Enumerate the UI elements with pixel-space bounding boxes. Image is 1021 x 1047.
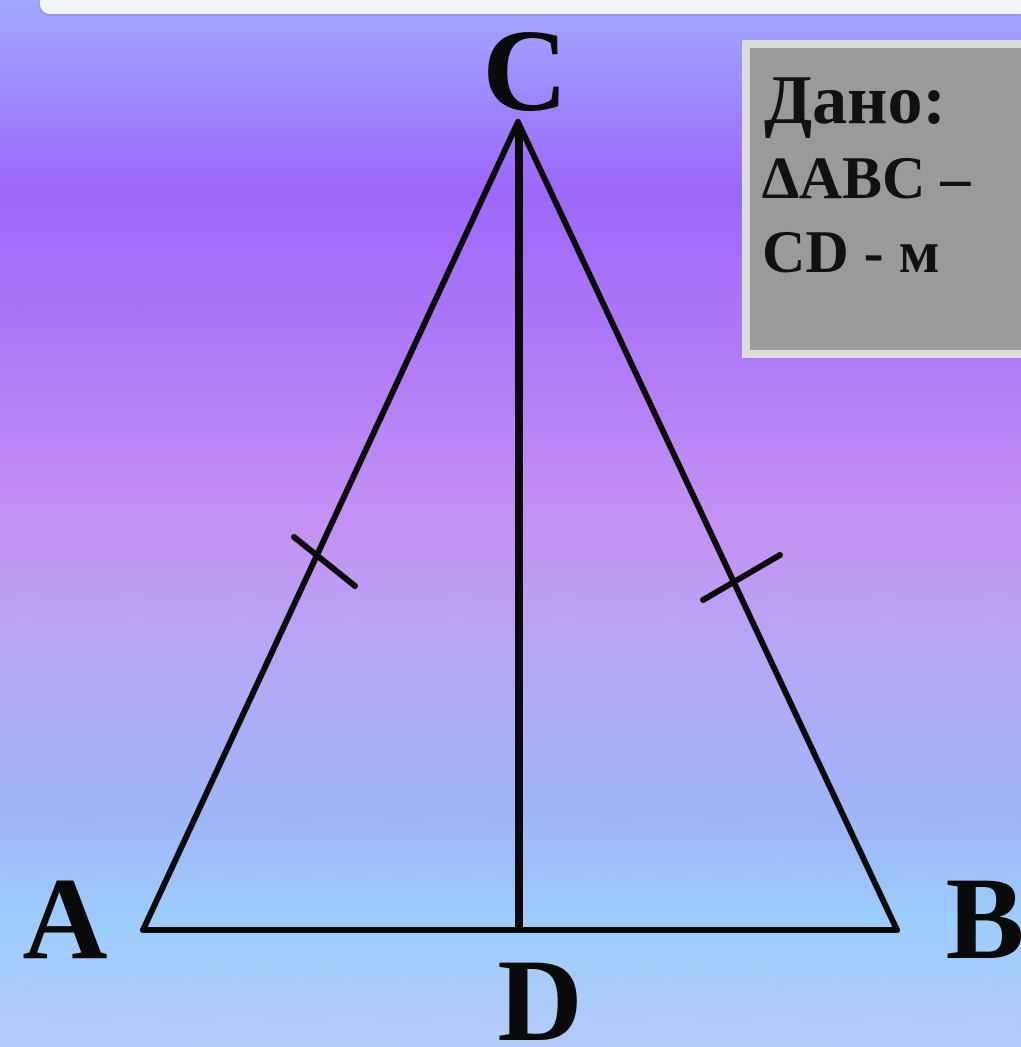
tick-mark-ac: [291, 534, 358, 589]
given-line-1: ∆ABC –: [762, 145, 971, 211]
given-box-inner: Дано: ∆ABC – CD - м: [750, 48, 1021, 350]
vertex-label-c: C: [482, 5, 567, 136]
given-line-2: CD - м: [762, 219, 940, 285]
tick-mark-bc: [700, 552, 783, 603]
side-bc: [515, 119, 900, 933]
vertex-label-b: B: [946, 853, 1021, 984]
slide-top-bar: [40, 0, 1021, 14]
given-box: Дано: ∆ABC – CD - м: [742, 40, 1021, 358]
vertex-label-a: A: [22, 853, 107, 984]
side-ac: [140, 119, 521, 933]
vertex-label-d: D: [497, 935, 582, 1047]
given-title: Дано:: [764, 62, 946, 139]
